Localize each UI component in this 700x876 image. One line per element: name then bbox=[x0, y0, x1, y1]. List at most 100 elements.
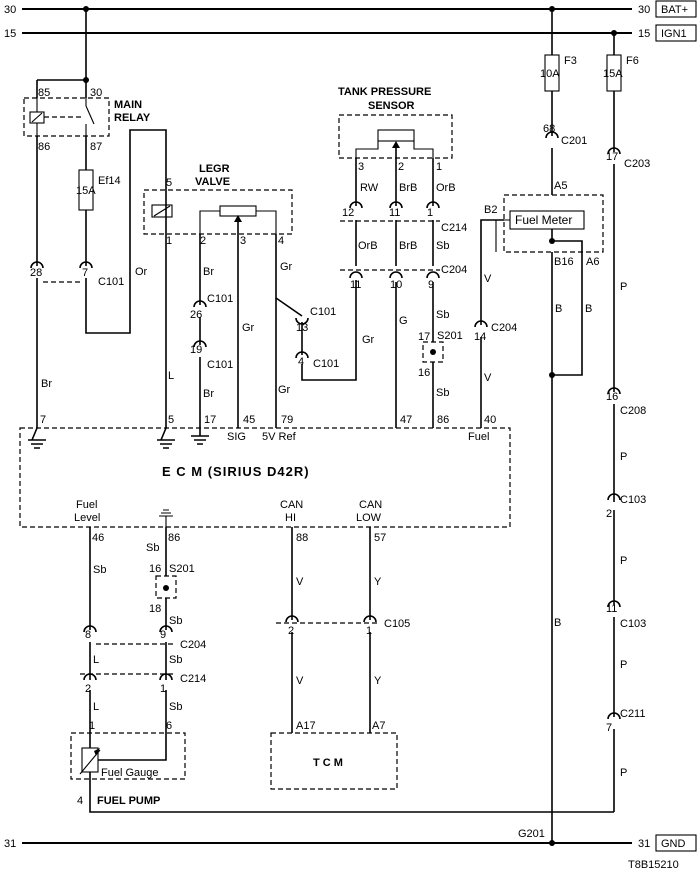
main-relay-box bbox=[23, 97, 110, 137]
c105-pin-1: 1 bbox=[366, 625, 372, 637]
tank-sensor-element-icon bbox=[377, 129, 415, 142]
wire-sb-mid: Sb bbox=[436, 240, 449, 252]
ecm-sig-label: SIG bbox=[227, 431, 246, 443]
wire-p-5: P bbox=[620, 767, 627, 779]
tcm-box bbox=[270, 732, 398, 790]
ecm-box bbox=[19, 427, 511, 528]
ecm-fuel-level-2: Level bbox=[74, 512, 100, 524]
ecm-pin-86-bottom: 86 bbox=[168, 532, 180, 544]
fuel-pump-pin-1: 1 bbox=[89, 720, 95, 732]
legr-pin3-wire: Gr bbox=[237, 234, 255, 428]
tcm-pin-a7: A7 bbox=[372, 720, 385, 732]
legr-title-2: VALVE bbox=[195, 176, 230, 188]
c101-label-5: C101 bbox=[313, 358, 339, 370]
fuel-pump-pin-6: 6 bbox=[166, 720, 172, 732]
c201-label: C201 bbox=[561, 135, 587, 147]
fuel-pump-title: FUEL PUMP bbox=[97, 795, 160, 807]
relay-86-wire: 28 Br bbox=[30, 136, 52, 428]
wire-y-tcm: Y bbox=[374, 675, 382, 687]
fuel-meter-pin-b16: B16 bbox=[554, 256, 574, 268]
relay-87-wire: Ef14 15A 7 C101 Or L bbox=[43, 129, 174, 428]
c103-label-1: C103 bbox=[620, 494, 646, 506]
c101-pin-13: 13 bbox=[296, 322, 308, 334]
diagram-code: T8B15210 bbox=[628, 859, 679, 871]
wire-v-fuelmeter-1: V bbox=[484, 273, 492, 285]
c201-pin-68: 68 bbox=[543, 123, 555, 135]
wire-br-relay: Br bbox=[41, 378, 52, 390]
wire-gr-legr: Gr bbox=[242, 322, 255, 334]
c204-pin-9: 9 bbox=[428, 279, 434, 291]
c203-label: C203 bbox=[624, 158, 650, 170]
wire-orb-mid: OrB bbox=[358, 240, 378, 252]
ecm-pin-57: 57 bbox=[374, 532, 386, 544]
ecm-pin-17: 17 bbox=[204, 414, 216, 426]
ecm-can-hi-2: HI bbox=[285, 512, 296, 524]
ign-rail-left-number: 15 bbox=[4, 28, 16, 40]
c204-pin-8: 8 bbox=[85, 629, 91, 641]
f3-rating: 10A bbox=[540, 68, 560, 80]
ecm-pin7-ground-icon bbox=[28, 427, 46, 449]
gnd-rail-right-number: 31 bbox=[638, 838, 650, 850]
s201-pin-16-bottom: 16 bbox=[149, 563, 161, 575]
wire-orb-top: OrB bbox=[436, 182, 456, 194]
wire-g: G bbox=[399, 315, 408, 327]
fuel-meter-ground-junction bbox=[549, 372, 555, 378]
fuel-gauge-label: Fuel Gauge bbox=[101, 767, 158, 779]
c105-pin-2: 2 bbox=[288, 625, 294, 637]
gnd-label: GND bbox=[661, 838, 686, 850]
c208-pin-16: 16 bbox=[606, 391, 618, 403]
fuse-f3-branch: F3 10A 68 C201 A5 bbox=[540, 6, 587, 195]
fuel-meter-v-wire: V 14 C204 V bbox=[474, 219, 517, 428]
wire-p-2: P bbox=[620, 451, 627, 463]
tank-pin-2: 2 bbox=[398, 161, 404, 173]
c204-label-top: C204 bbox=[441, 264, 467, 276]
fuel-meter-pin-a6: A6 bbox=[586, 256, 599, 268]
wire-rw: RW bbox=[360, 182, 379, 194]
c105-label: C105 bbox=[384, 618, 410, 630]
legr-pin2-wire: Br C101 26 19 C101 Br bbox=[190, 234, 233, 428]
fuel-meter-label: Fuel Meter bbox=[515, 213, 572, 227]
ecm-5v-ref-label: 5V Ref bbox=[262, 431, 297, 443]
ign-rail: 15 15 IGN1 bbox=[4, 24, 697, 42]
c214-pin-1: 1 bbox=[160, 683, 166, 695]
fuse-f6-branch: F6 15A 17 C203 P 16 C208 P C103 2 P 11 C… bbox=[89, 30, 650, 813]
ecm-pin-86: 86 bbox=[437, 414, 449, 426]
wire-v-tcm: V bbox=[296, 675, 304, 687]
legr-pin4-wire: Gr C101 13 4 C101 Gr Gr bbox=[275, 234, 375, 428]
wire-gr-ecm79: Gr bbox=[278, 384, 291, 396]
ecm-pin-7: 7 bbox=[40, 414, 46, 426]
legr-pin-3: 3 bbox=[240, 235, 246, 247]
wire-sb-ecm86-bottom: Sb bbox=[146, 542, 159, 554]
f3-name: F3 bbox=[564, 55, 577, 67]
s201-pin-18: 18 bbox=[149, 603, 161, 615]
wire-br-legr-2: Br bbox=[203, 388, 214, 400]
fuel-pump-box bbox=[70, 732, 186, 780]
fuel-meter: Fuel Meter B2 B16 A6 bbox=[484, 194, 604, 268]
s201-label-bottom: S201 bbox=[169, 563, 195, 575]
c214-pin-2: 2 bbox=[85, 683, 91, 695]
legr-title-1: LEGR bbox=[199, 163, 230, 175]
ground-point-label: G201 bbox=[518, 828, 545, 840]
tank-pin-1: 1 bbox=[436, 161, 442, 173]
s201-pin-17: 17 bbox=[418, 331, 430, 343]
relay-pin-85: 85 bbox=[38, 87, 50, 99]
ecm-pin-88: 88 bbox=[296, 532, 308, 544]
wire-l-legr: L bbox=[168, 370, 174, 382]
wire-sb-s201-bottom: Sb bbox=[169, 615, 182, 627]
fuel-pump-pin-4: 4 bbox=[77, 795, 83, 807]
c214-label-bottom: C214 bbox=[180, 673, 206, 685]
c208-label: C208 bbox=[620, 405, 646, 417]
ign-label-box bbox=[655, 24, 697, 42]
main-relay-title-1: MAIN bbox=[114, 99, 142, 111]
wire-l-pump-1: L bbox=[93, 654, 99, 666]
c101-pin-4: 4 bbox=[298, 356, 304, 368]
c214-pin-11: 11 bbox=[389, 207, 400, 219]
ecm-can-low-2: LOW bbox=[356, 512, 382, 524]
can-wires: V Y C105 2 1 V Y bbox=[276, 527, 410, 733]
legr-pin-4: 4 bbox=[278, 235, 284, 247]
wire-sb-pump-2: Sb bbox=[169, 701, 182, 713]
fuel-level-wire: Sb 8 L 2 L bbox=[83, 527, 106, 735]
s201-splice-top-dot bbox=[430, 349, 436, 355]
wire-gr-tank: Gr bbox=[362, 334, 375, 346]
